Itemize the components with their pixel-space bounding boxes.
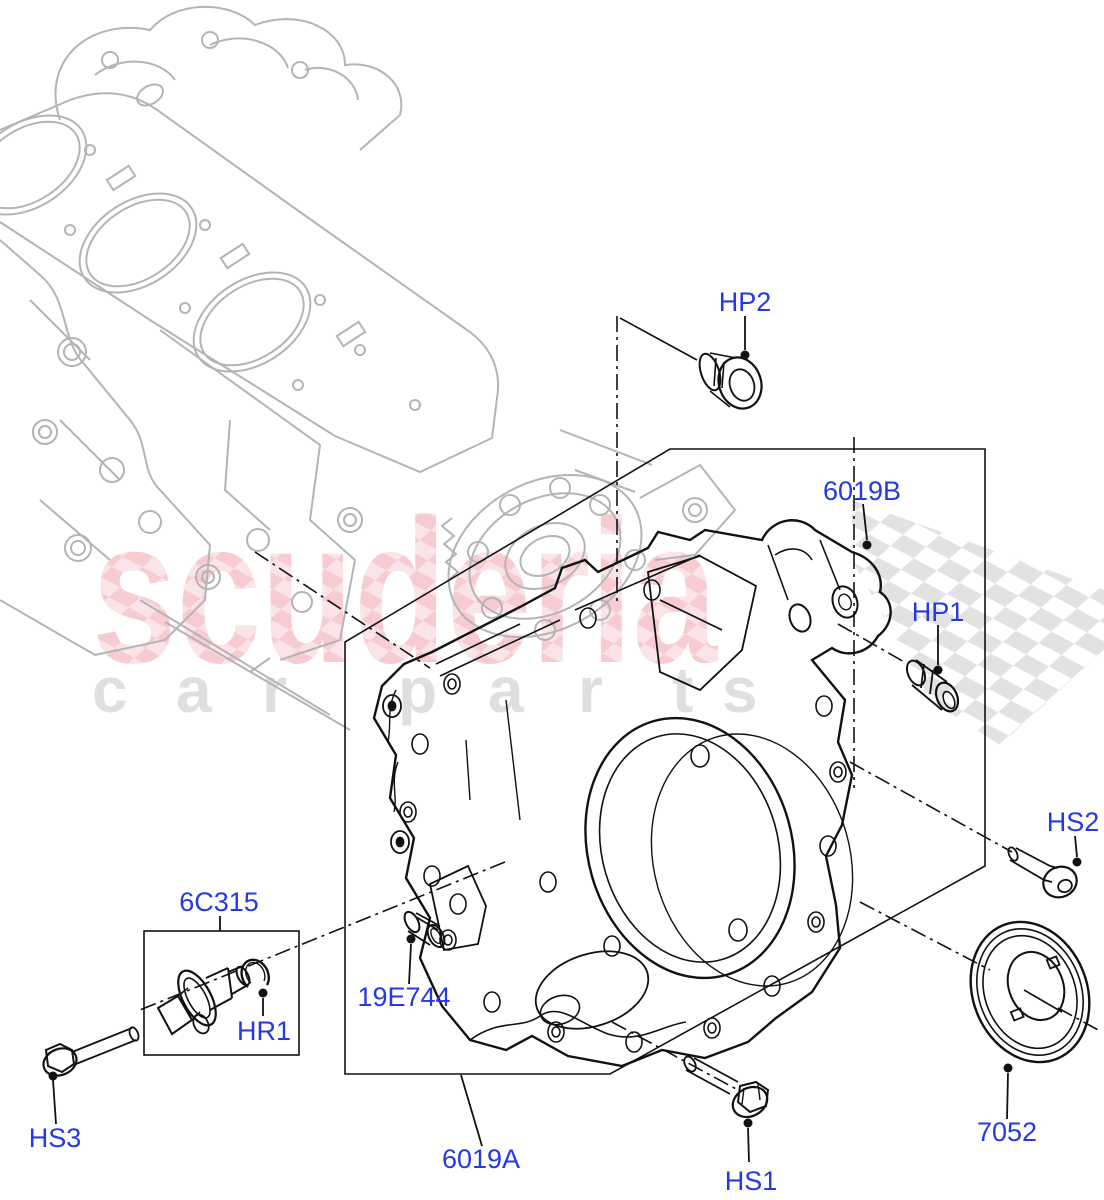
dowel-19e744-drawing bbox=[403, 910, 446, 949]
label-hs2[interactable]: HS2 bbox=[1047, 807, 1100, 837]
label-hs1[interactable]: HS1 bbox=[725, 1166, 778, 1196]
sensor-kit-box bbox=[143, 930, 300, 1056]
label-7052[interactable]: 7052 bbox=[977, 1117, 1037, 1147]
sensor-6c315-drawing bbox=[143, 930, 300, 1056]
cover-bolt-holes bbox=[399, 579, 847, 1053]
engine-block-drawing bbox=[0, 5, 737, 731]
watermark-letter: p bbox=[398, 654, 437, 726]
hp2-plug-drawing bbox=[698, 352, 763, 410]
hp2-pointer-line bbox=[619, 317, 698, 361]
watermark-letter: s bbox=[722, 654, 758, 726]
label-hp2[interactable]: HP2 bbox=[719, 287, 772, 317]
label-6019a[interactable]: 6019A bbox=[442, 1144, 520, 1174]
checkered-flag-pattern bbox=[852, 500, 1104, 745]
hs1-bolt-drawing bbox=[683, 1055, 770, 1119]
label-19e744[interactable]: 19E744 bbox=[357, 982, 450, 1012]
assembly-box-outline bbox=[344, 448, 986, 1075]
label-hp1[interactable]: HP1 bbox=[912, 597, 965, 627]
leader-lines bbox=[52, 316, 1078, 1163]
hp1-plug-drawing bbox=[905, 659, 960, 713]
watermark-letter: a bbox=[488, 654, 524, 726]
hs3-bolt-drawing bbox=[42, 1026, 140, 1077]
watermark-letter: a bbox=[176, 654, 212, 726]
watermark-sub-text: c a r p a r t s bbox=[92, 654, 758, 726]
watermark-letter: c bbox=[92, 654, 128, 726]
hs2-bolt-drawing bbox=[1007, 846, 1078, 899]
label-hs3[interactable]: HS3 bbox=[29, 1123, 82, 1153]
label-hr1[interactable]: HR1 bbox=[237, 1016, 291, 1046]
watermark-letter: t bbox=[672, 654, 693, 726]
seal-7052-drawing bbox=[969, 920, 1091, 1064]
bracket-6019b-drawing bbox=[767, 539, 859, 633]
hr1-snap-ring bbox=[240, 958, 270, 988]
watermark-letter: r bbox=[578, 654, 603, 726]
label-6c315[interactable]: 6C315 bbox=[179, 887, 259, 917]
label-6019b[interactable]: 6019B bbox=[823, 476, 901, 506]
timing-cover-drawing bbox=[372, 519, 892, 1068]
part-labels: HP2 6019B HP1 HS2 7052 HS1 6019A 19E744 … bbox=[29, 287, 1100, 1196]
axis-centerlines bbox=[139, 316, 1101, 1091]
leader-dots bbox=[48, 350, 1082, 1128]
